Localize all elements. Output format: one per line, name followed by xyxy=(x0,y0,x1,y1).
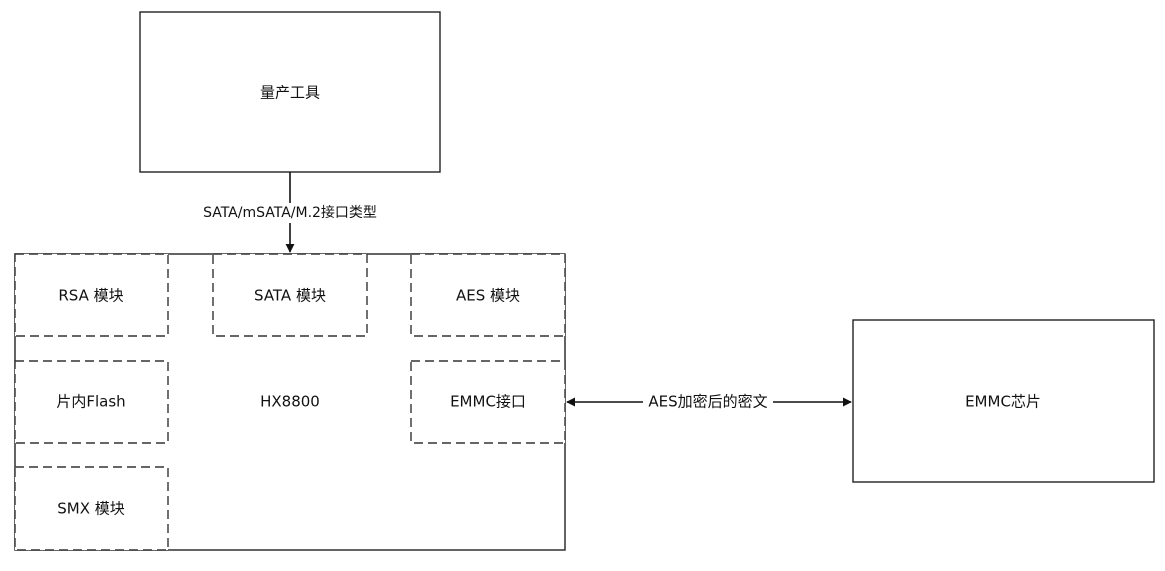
production-tool-node: 量产工具 xyxy=(139,11,441,173)
aes-module-box xyxy=(410,253,566,337)
emmc-chip-label: EMMC芯片 xyxy=(965,393,1041,411)
sata-module-label: SATA 模块 xyxy=(254,287,326,305)
aes-module-label: AES 模块 xyxy=(456,287,520,305)
rsa-module-node: RSA 模块 xyxy=(14,253,169,337)
onchip-flash-box xyxy=(14,360,169,444)
tool-to-hx8800-label-bg xyxy=(190,203,390,223)
smx-module-node: SMX 模块 xyxy=(14,466,169,551)
emmc-interface-node: EMMC接口 xyxy=(410,360,566,444)
hx8800-to-emmc-edge: AES加密后的密文 xyxy=(566,391,852,413)
sata-module-node: SATA 模块 xyxy=(212,253,368,337)
emmc-chip-box xyxy=(852,319,1155,483)
emmc-interface-label: EMMC接口 xyxy=(450,393,526,411)
tool-to-hx8800-label: SATA/mSATA/M.2接口类型 xyxy=(203,204,377,221)
onchip-flash-node: 片内Flash xyxy=(14,360,169,444)
hx8800-to-emmc-label-bg xyxy=(643,391,773,413)
sata-module-box xyxy=(212,253,368,337)
hx8800-to-emmc-label: AES加密后的密文 xyxy=(648,393,767,411)
emmc-interface-box xyxy=(410,360,566,444)
hx8800-label: HX8800 xyxy=(260,393,320,411)
onchip-flash-label: 片内Flash xyxy=(56,393,125,411)
rsa-module-box xyxy=(14,253,169,337)
smx-module-box xyxy=(14,466,169,551)
aes-module-node: AES 模块 xyxy=(410,253,566,337)
tool-to-hx8800-edge: SATA/mSATA/M.2接口类型 xyxy=(190,172,390,253)
rsa-module-label: RSA 模块 xyxy=(58,287,123,305)
emmc-chip-node: EMMC芯片 xyxy=(852,319,1155,483)
smx-module-label: SMX 模块 xyxy=(57,500,125,518)
production-tool-box xyxy=(139,11,441,173)
production-tool-label: 量产工具 xyxy=(260,84,320,102)
